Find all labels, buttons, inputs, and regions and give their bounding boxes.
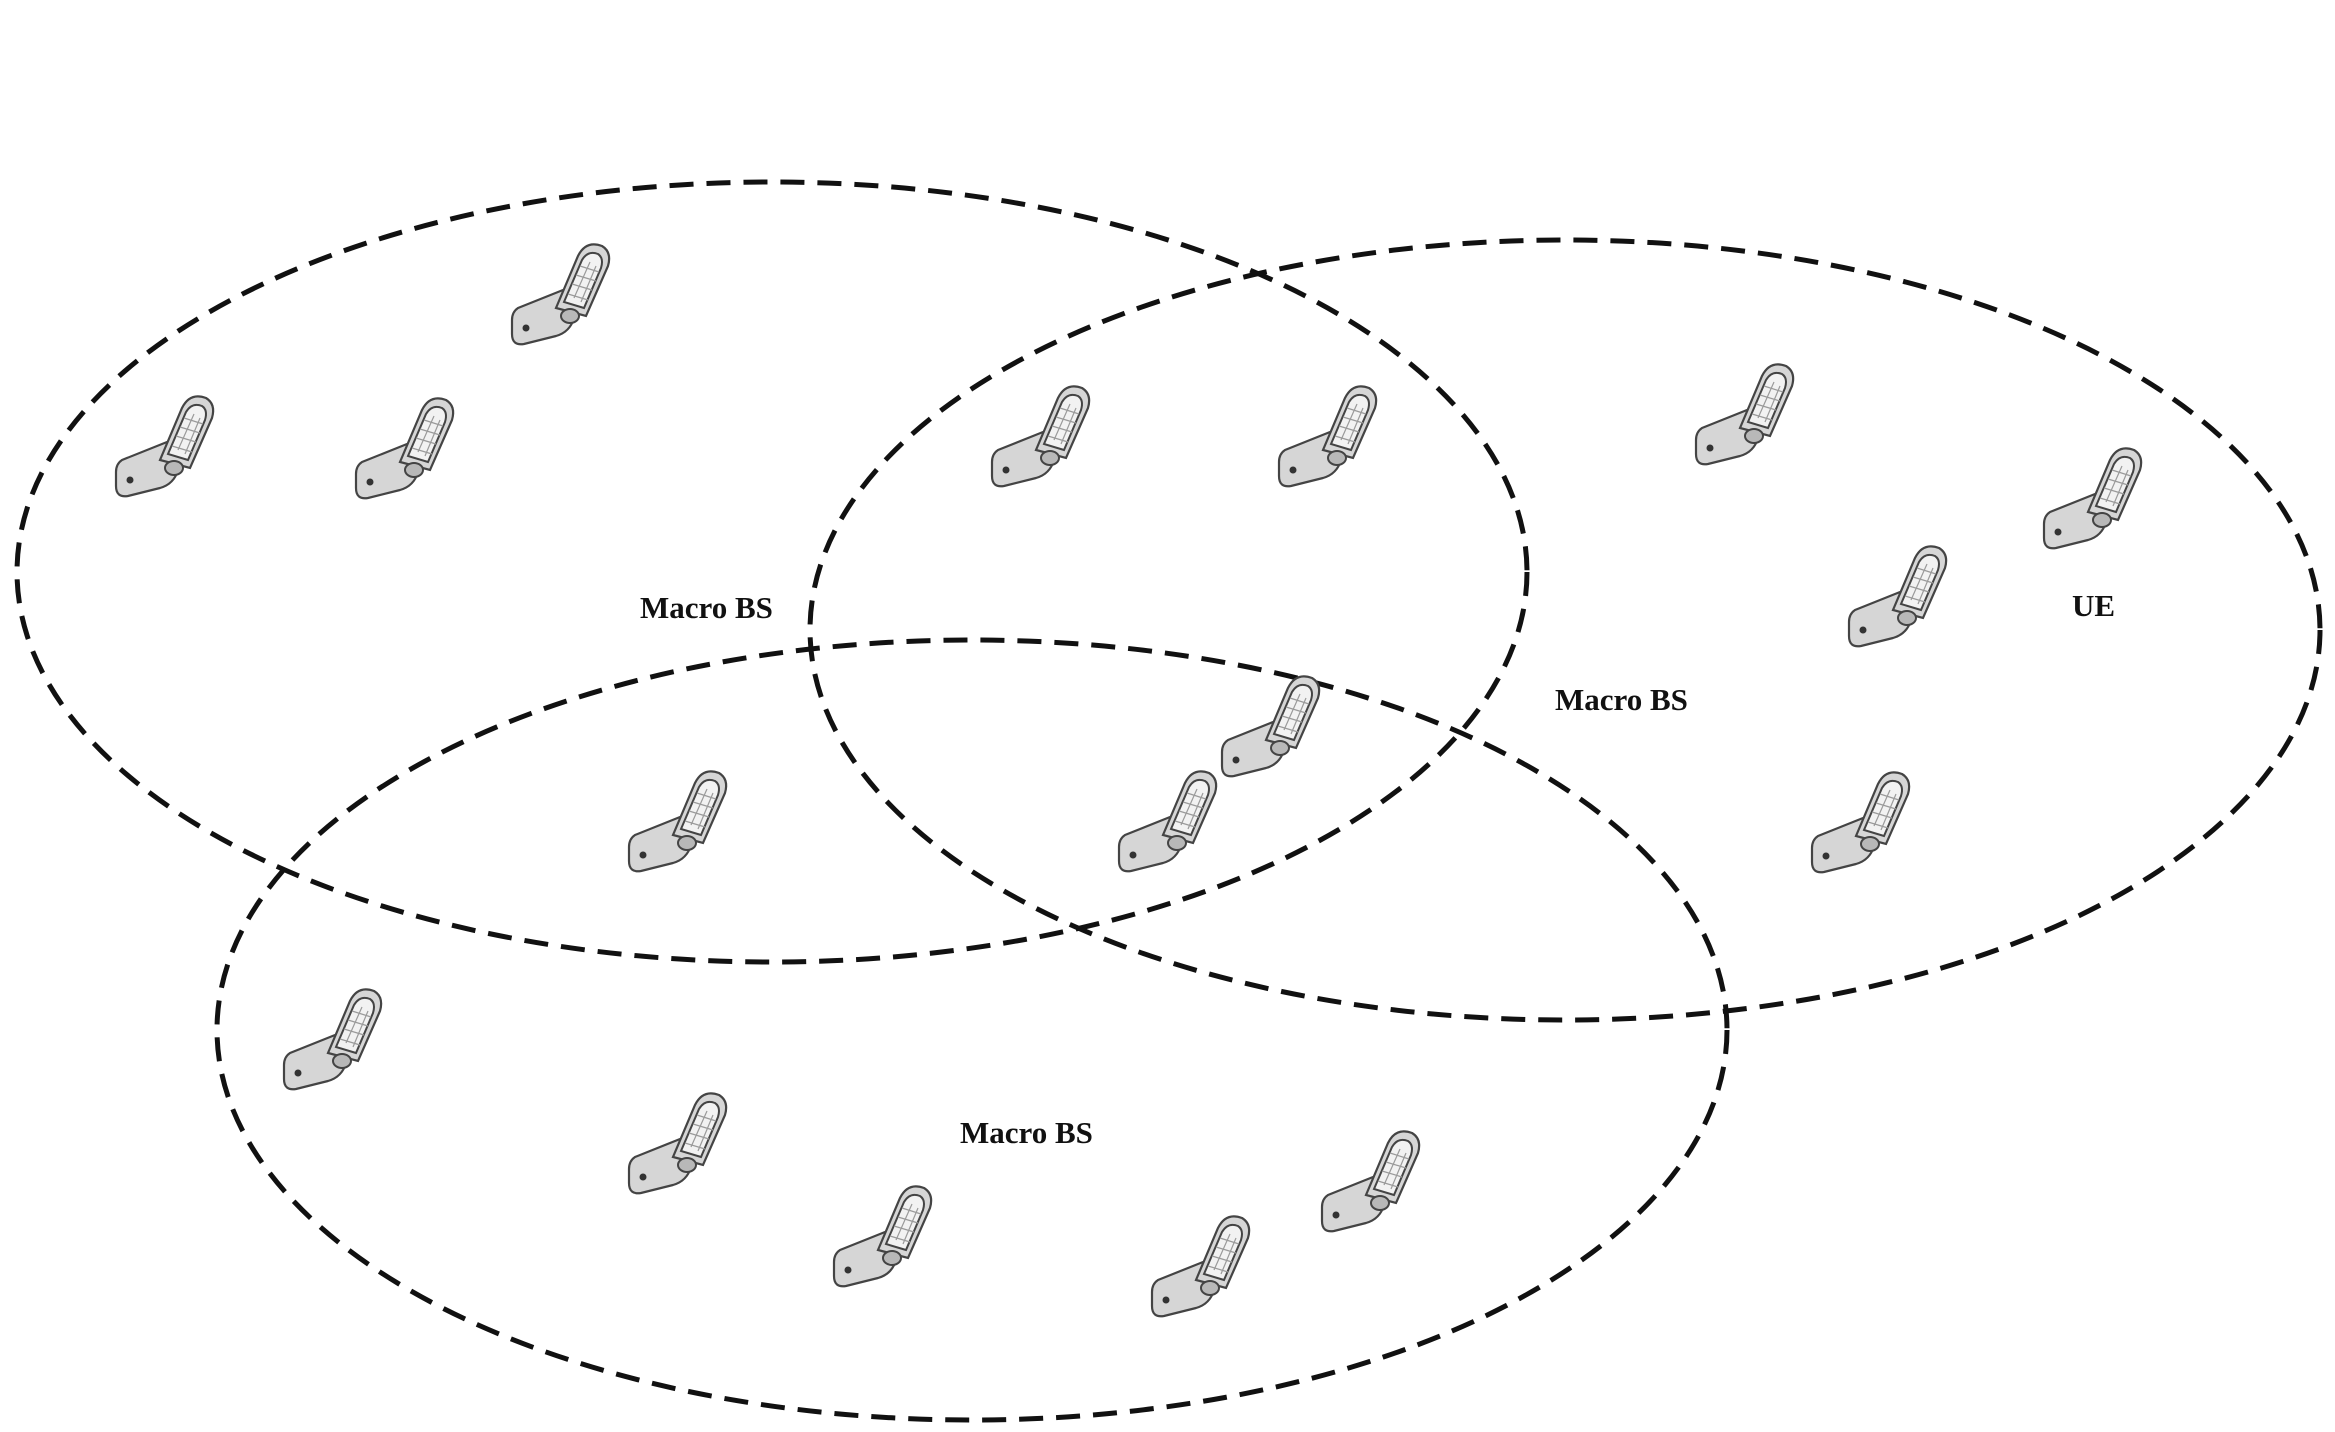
coverage-cell-center xyxy=(214,637,1730,1423)
tower-label-right: Macro BS xyxy=(1555,682,1688,717)
ue-phone-icon xyxy=(114,395,215,498)
ue-phone-icon xyxy=(354,397,455,500)
ue-phone-icon xyxy=(1117,770,1218,873)
tower-label-center: Macro BS xyxy=(960,1115,1093,1150)
tower-icon-left xyxy=(602,15,838,590)
ue-phone-icon xyxy=(1810,771,1911,874)
ue-phone-icon xyxy=(510,243,611,346)
ue-phone-icon xyxy=(627,1092,728,1195)
ue-phone-icon xyxy=(1320,1130,1421,1233)
ue-phone-icon xyxy=(1220,675,1321,778)
ue-phone-icon xyxy=(627,770,728,873)
ue-phone-icon xyxy=(2042,447,2143,550)
ue-phone-icon xyxy=(1277,385,1378,488)
ue-phone-icon xyxy=(1847,545,1948,648)
ue-phone-icon xyxy=(282,988,383,1091)
ue-phone-icon xyxy=(832,1185,933,1288)
ue-phone-icon xyxy=(990,385,1091,488)
tower-icon-right xyxy=(1500,95,1736,670)
ue-label: UE xyxy=(2072,588,2115,623)
ue-phone-icon xyxy=(1694,363,1795,466)
ue-phone-icon xyxy=(1150,1215,1251,1318)
coverage-cell-right xyxy=(807,237,2323,1023)
tower-label-left: Macro BS xyxy=(640,590,773,625)
tower-icon-center xyxy=(904,543,1140,1118)
coverage-cell-left xyxy=(14,179,1530,965)
